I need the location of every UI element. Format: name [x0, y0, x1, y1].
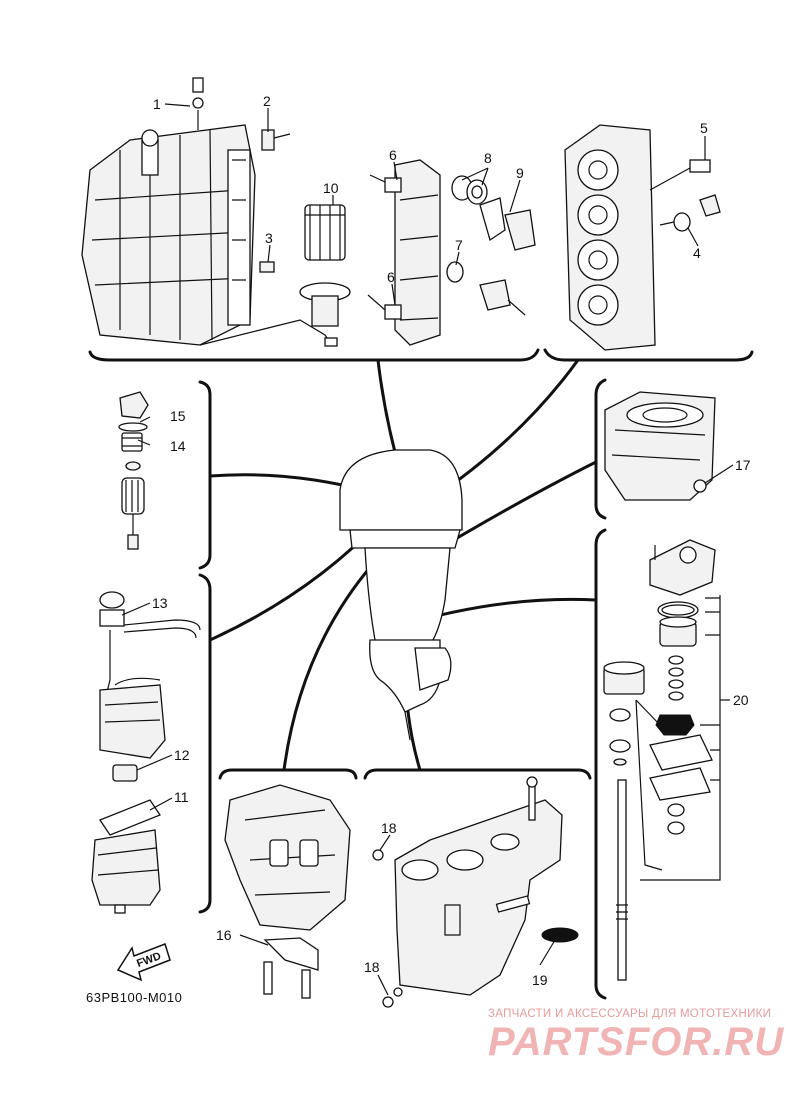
callout-18-upper: 18: [381, 820, 397, 836]
callout-7: 7: [455, 237, 463, 253]
callout-6-lower: 6: [387, 269, 395, 285]
fuel-filter-assembly: [118, 391, 149, 550]
callout-9: 9: [516, 165, 524, 181]
thermostat-housing: [367, 159, 536, 346]
callout-8: 8: [484, 150, 492, 166]
swivel-bracket: [224, 784, 351, 999]
fuel-pump-separator: [91, 591, 201, 914]
callout-20: 20: [733, 692, 749, 708]
callout-16: 16: [216, 927, 232, 943]
callout-14: 14: [170, 438, 186, 454]
oil-pan: [604, 391, 716, 501]
lower-casing: [372, 776, 579, 1008]
fwd-arrow-icon: FWD: [116, 943, 171, 982]
callout-3: 3: [265, 230, 273, 246]
callout-15: 15: [170, 408, 186, 424]
callout-17: 17: [735, 457, 751, 473]
callout-19: 19: [532, 972, 548, 988]
watermark-logo: PARTSFOR.RU: [488, 1020, 785, 1064]
callout-5: 5: [700, 120, 708, 136]
callout-11: 11: [174, 789, 189, 805]
cylinder-head: [564, 124, 721, 351]
callout-6-upper: 6: [389, 147, 397, 163]
power-unit-block: [81, 77, 351, 347]
callout-numbers: 1 2 3 4 5 6 6 7 8 9 10 11 12 13 14 15 16…: [152, 93, 751, 988]
callout-2: 2: [263, 93, 271, 109]
diagram-reference-code: 63PB100-M010: [86, 990, 183, 1005]
callout-4: 4: [693, 245, 701, 261]
water-pump-assembly: [603, 539, 721, 981]
leader-lines: [121, 103, 734, 996]
outboard-silhouette: [339, 449, 463, 741]
callout-10: 10: [323, 180, 339, 196]
callout-1: 1: [153, 96, 161, 112]
callout-13: 13: [152, 595, 168, 611]
callout-18-lower: 18: [364, 959, 380, 975]
watermark-tagline: ЗАПЧАСТИ И АКСЕССУАРЫ ДЛЯ МОТОТЕХНИКИ: [488, 1008, 772, 1020]
callout-12: 12: [174, 747, 190, 763]
